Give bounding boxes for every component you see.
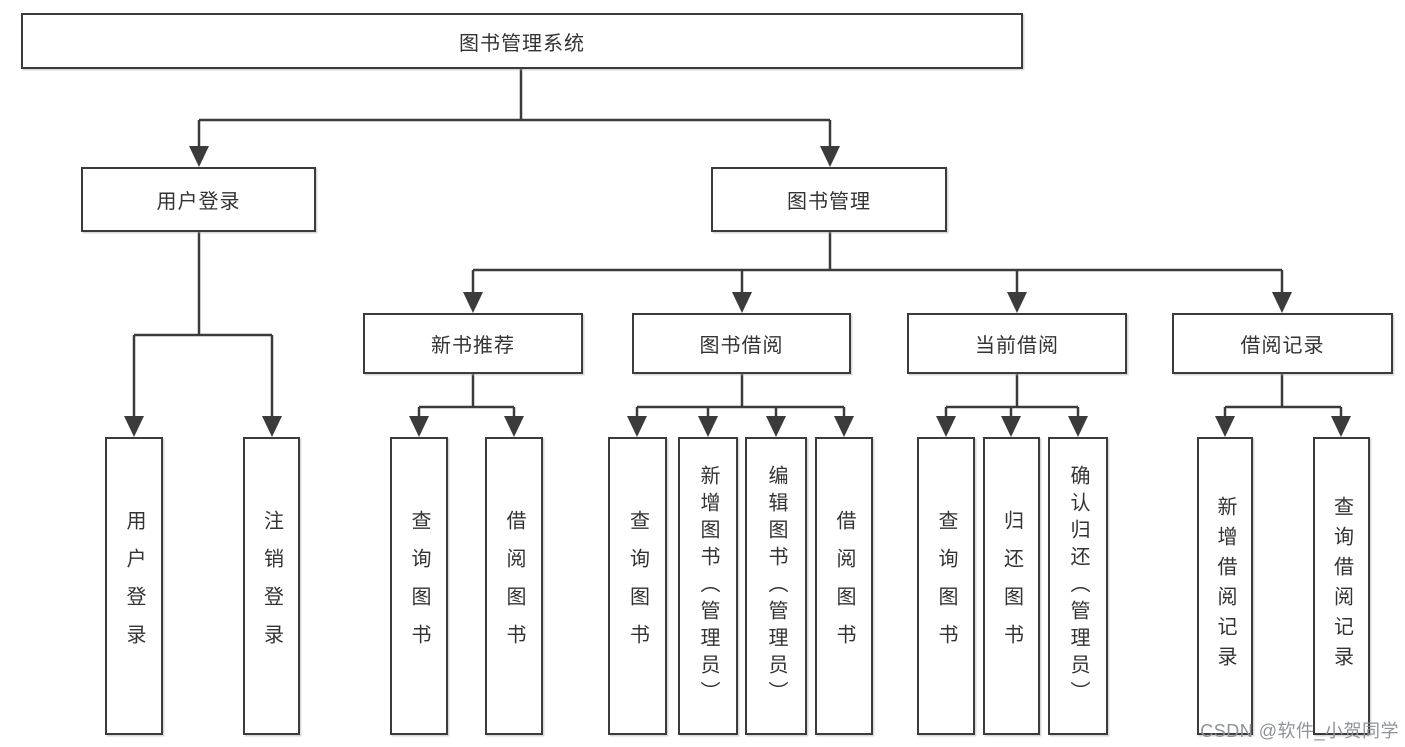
node-user-login: 用户登录: [81, 167, 316, 232]
leaf-label: 借阅图书: [503, 510, 525, 662]
csdn-watermark: CSDN @软件_小贺同学: [1200, 721, 1399, 741]
leaf-label: 借阅图书: [833, 510, 855, 662]
leaf-label: 用户登录: [123, 510, 145, 662]
leaf-label: 新增图书（管理员）: [697, 464, 719, 708]
leaf-return-book: 归还图书: [983, 437, 1040, 735]
leaf-label: 注销登录: [260, 510, 283, 662]
leaf-label: 查询图书: [408, 510, 430, 662]
leaf-label: 确认归还（管理员）: [1067, 464, 1089, 708]
leaf-label: 编辑图书（管理员）: [765, 464, 787, 708]
node-label: 新书推荐: [431, 335, 515, 357]
arrowheads: [124, 146, 1351, 437]
leaf-label: 归还图书: [1000, 510, 1023, 662]
node-library-management-system: 图书管理系统: [21, 13, 1023, 69]
leaf-edit-book-admin: 编辑图书（管理员）: [745, 437, 807, 735]
leaf-label: 新增借阅记录: [1214, 496, 1236, 676]
leaf-logout: 注销登录: [243, 437, 300, 735]
leaf-query-books-current: 查询图书: [917, 437, 975, 735]
node-book-borrowing: 图书借阅: [632, 313, 851, 374]
node-label: 图书管理: [787, 191, 871, 213]
leaf-borrow-books-recommend: 借阅图书: [485, 437, 543, 735]
node-book-management: 图书管理: [711, 167, 947, 232]
leaf-add-book-admin: 新增图书（管理员）: [678, 437, 738, 735]
node-label: 图书借阅: [699, 335, 784, 357]
node-label: 用户登录: [156, 191, 241, 213]
node-current-borrowing: 当前借阅: [907, 313, 1127, 374]
leaf-query-books-borrowing: 查询图书: [608, 437, 667, 735]
node-label: 图书管理系统: [459, 32, 585, 55]
node-new-book-recommend: 新书推荐: [363, 313, 583, 374]
node-borrowing-records: 借阅记录: [1172, 313, 1393, 374]
leaf-confirm-return-admin: 确认归还（管理员）: [1048, 437, 1108, 735]
leaf-query-borrow-record: 查询借阅记录: [1313, 437, 1370, 735]
leaf-label: 查询图书: [626, 510, 649, 662]
node-label: 借阅记录: [1240, 335, 1325, 357]
leaf-query-books-recommend: 查询图书: [390, 437, 448, 735]
leaf-borrow-books: 借阅图书: [815, 437, 873, 735]
leaf-label: 查询图书: [935, 510, 957, 662]
leaf-user-login: 用户登录: [105, 437, 163, 735]
leaf-add-borrow-record: 新增借阅记录: [1197, 437, 1253, 735]
leaf-label: 查询借阅记录: [1330, 496, 1353, 676]
node-label: 当前借阅: [975, 335, 1059, 357]
